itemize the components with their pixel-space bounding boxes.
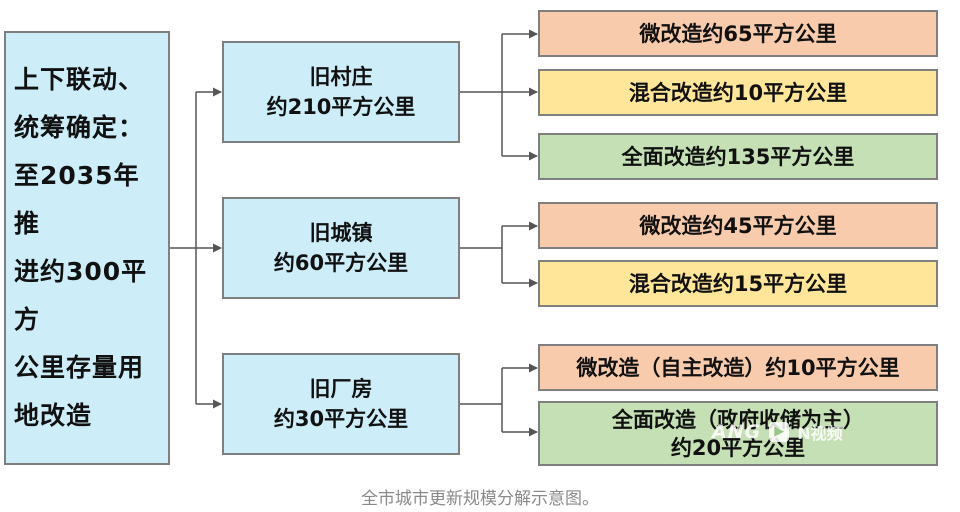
root-line: 地改造 — [14, 401, 93, 430]
video-watermark: ANG ▶ N视频 — [712, 419, 843, 445]
leaf-box-village-micro: 微改造约65平方公里 — [538, 10, 938, 57]
category-box-old-village: 旧村庄 约210平方公里 — [222, 41, 460, 143]
category-box-old-town: 旧城镇 约60平方公里 — [222, 197, 460, 299]
category-area: 约210平方公里 — [266, 95, 416, 119]
root-line: 上下联动、 — [14, 65, 145, 94]
watermark-logo: ANG — [712, 421, 762, 443]
watermark-text: N视频 — [797, 424, 843, 443]
leaf-box-village-mixed: 混合改造约10平方公里 — [538, 69, 938, 116]
leaf-box-factory-full: 全面改造（政府收储为主） 约20平方公里 — [538, 401, 938, 466]
leaf-box-town-micro: 微改造约45平方公里 — [538, 202, 938, 249]
category-area: 约30平方公里 — [273, 407, 409, 431]
category-title: 旧城镇 — [309, 221, 373, 245]
root-line: 进约300平方 — [14, 257, 148, 334]
category-area: 约60平方公里 — [273, 251, 409, 275]
leaf-box-village-full: 全面改造约135平方公里 — [538, 133, 938, 180]
leaf-box-factory-micro: 微改造（自主改造）约10平方公里 — [538, 344, 938, 391]
leaf-label: 全面改造约135平方公里 — [621, 144, 855, 169]
leaf-label: 全面改造（政府收储为主） — [612, 407, 864, 432]
root-summary-box: 上下联动、 统筹确定： 至2035年推 进约300平方 公里存量用 地改造 — [4, 31, 170, 465]
category-box-old-factory: 旧厂房 约30平方公里 — [222, 353, 460, 455]
leaf-label: 混合改造约15平方公里 — [628, 271, 848, 296]
leaf-label: 微改造约65平方公里 — [639, 21, 837, 46]
category-title: 旧村庄 — [309, 65, 373, 89]
leaf-box-town-mixed: 混合改造约15平方公里 — [538, 260, 938, 307]
play-icon: ▶ — [769, 422, 790, 442]
root-line: 至2035年推 — [14, 161, 140, 238]
root-line: 统筹确定： — [14, 113, 145, 142]
leaf-label: 混合改造约10平方公里 — [628, 80, 848, 105]
root-summary-text: 上下联动、 统筹确定： 至2035年推 进约300平方 公里存量用 地改造 — [14, 56, 162, 440]
category-title: 旧厂房 — [309, 377, 373, 401]
leaf-label: 微改造（自主改造）约10平方公里 — [576, 355, 900, 380]
root-line: 公里存量用 — [14, 353, 145, 382]
figure-caption: 全市城市更新规模分解示意图。 — [361, 489, 599, 509]
leaf-label: 微改造约45平方公里 — [639, 213, 837, 238]
